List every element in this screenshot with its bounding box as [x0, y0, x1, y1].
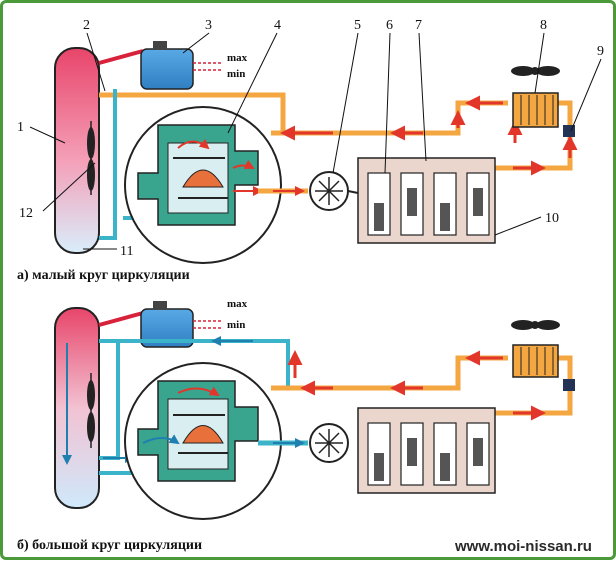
heater-fan-icon [511, 66, 560, 76]
diagram-small-circuit: max min [17, 18, 604, 283]
callout-2: 2 [83, 18, 90, 33]
tank-min-label: min [227, 68, 245, 80]
callout-6: 6 [386, 18, 393, 33]
tank-lower-min-label: min [227, 319, 245, 331]
heater-lower-fan-icon [511, 320, 560, 330]
radiator-fan-icon [87, 121, 95, 195]
callout-1: 1 [17, 120, 24, 135]
callout-8: 8 [540, 18, 547, 33]
radiator-lower-fan-icon [87, 373, 95, 448]
expansion-tank [140, 48, 194, 90]
diagram-large-circuit: max min [17, 298, 592, 555]
callout-3: 3 [205, 18, 212, 33]
tank-cap [153, 41, 167, 50]
cold-hose-lower [99, 89, 117, 240]
callout-12: 12 [19, 206, 33, 221]
overflow-hose [98, 49, 144, 65]
callout-7: 7 [415, 18, 422, 33]
heater-core-lower [512, 344, 559, 378]
tank-lower-max-label: max [227, 298, 248, 310]
heater-core [512, 92, 559, 128]
callout-5: 5 [354, 18, 361, 33]
callout-4: 4 [274, 18, 281, 33]
hot-pipe-top [271, 100, 508, 136]
callout-10: 10 [545, 211, 559, 226]
callout-9: 9 [597, 44, 604, 59]
watermark: www.moi-nissan.ru [454, 538, 592, 555]
callout-11: 11 [120, 244, 133, 259]
thermostat [137, 124, 259, 226]
cooling-system-diagram: max min [17, 18, 604, 555]
caption-small-circuit: а) малый круг циркуляции [17, 268, 190, 283]
tank-max-label: max [227, 52, 248, 64]
radiator [54, 47, 100, 254]
pump-impeller-icon [315, 177, 343, 205]
thermostat-open [137, 380, 259, 482]
caption-large-circuit: б) большой круг циркуляции [17, 538, 202, 553]
